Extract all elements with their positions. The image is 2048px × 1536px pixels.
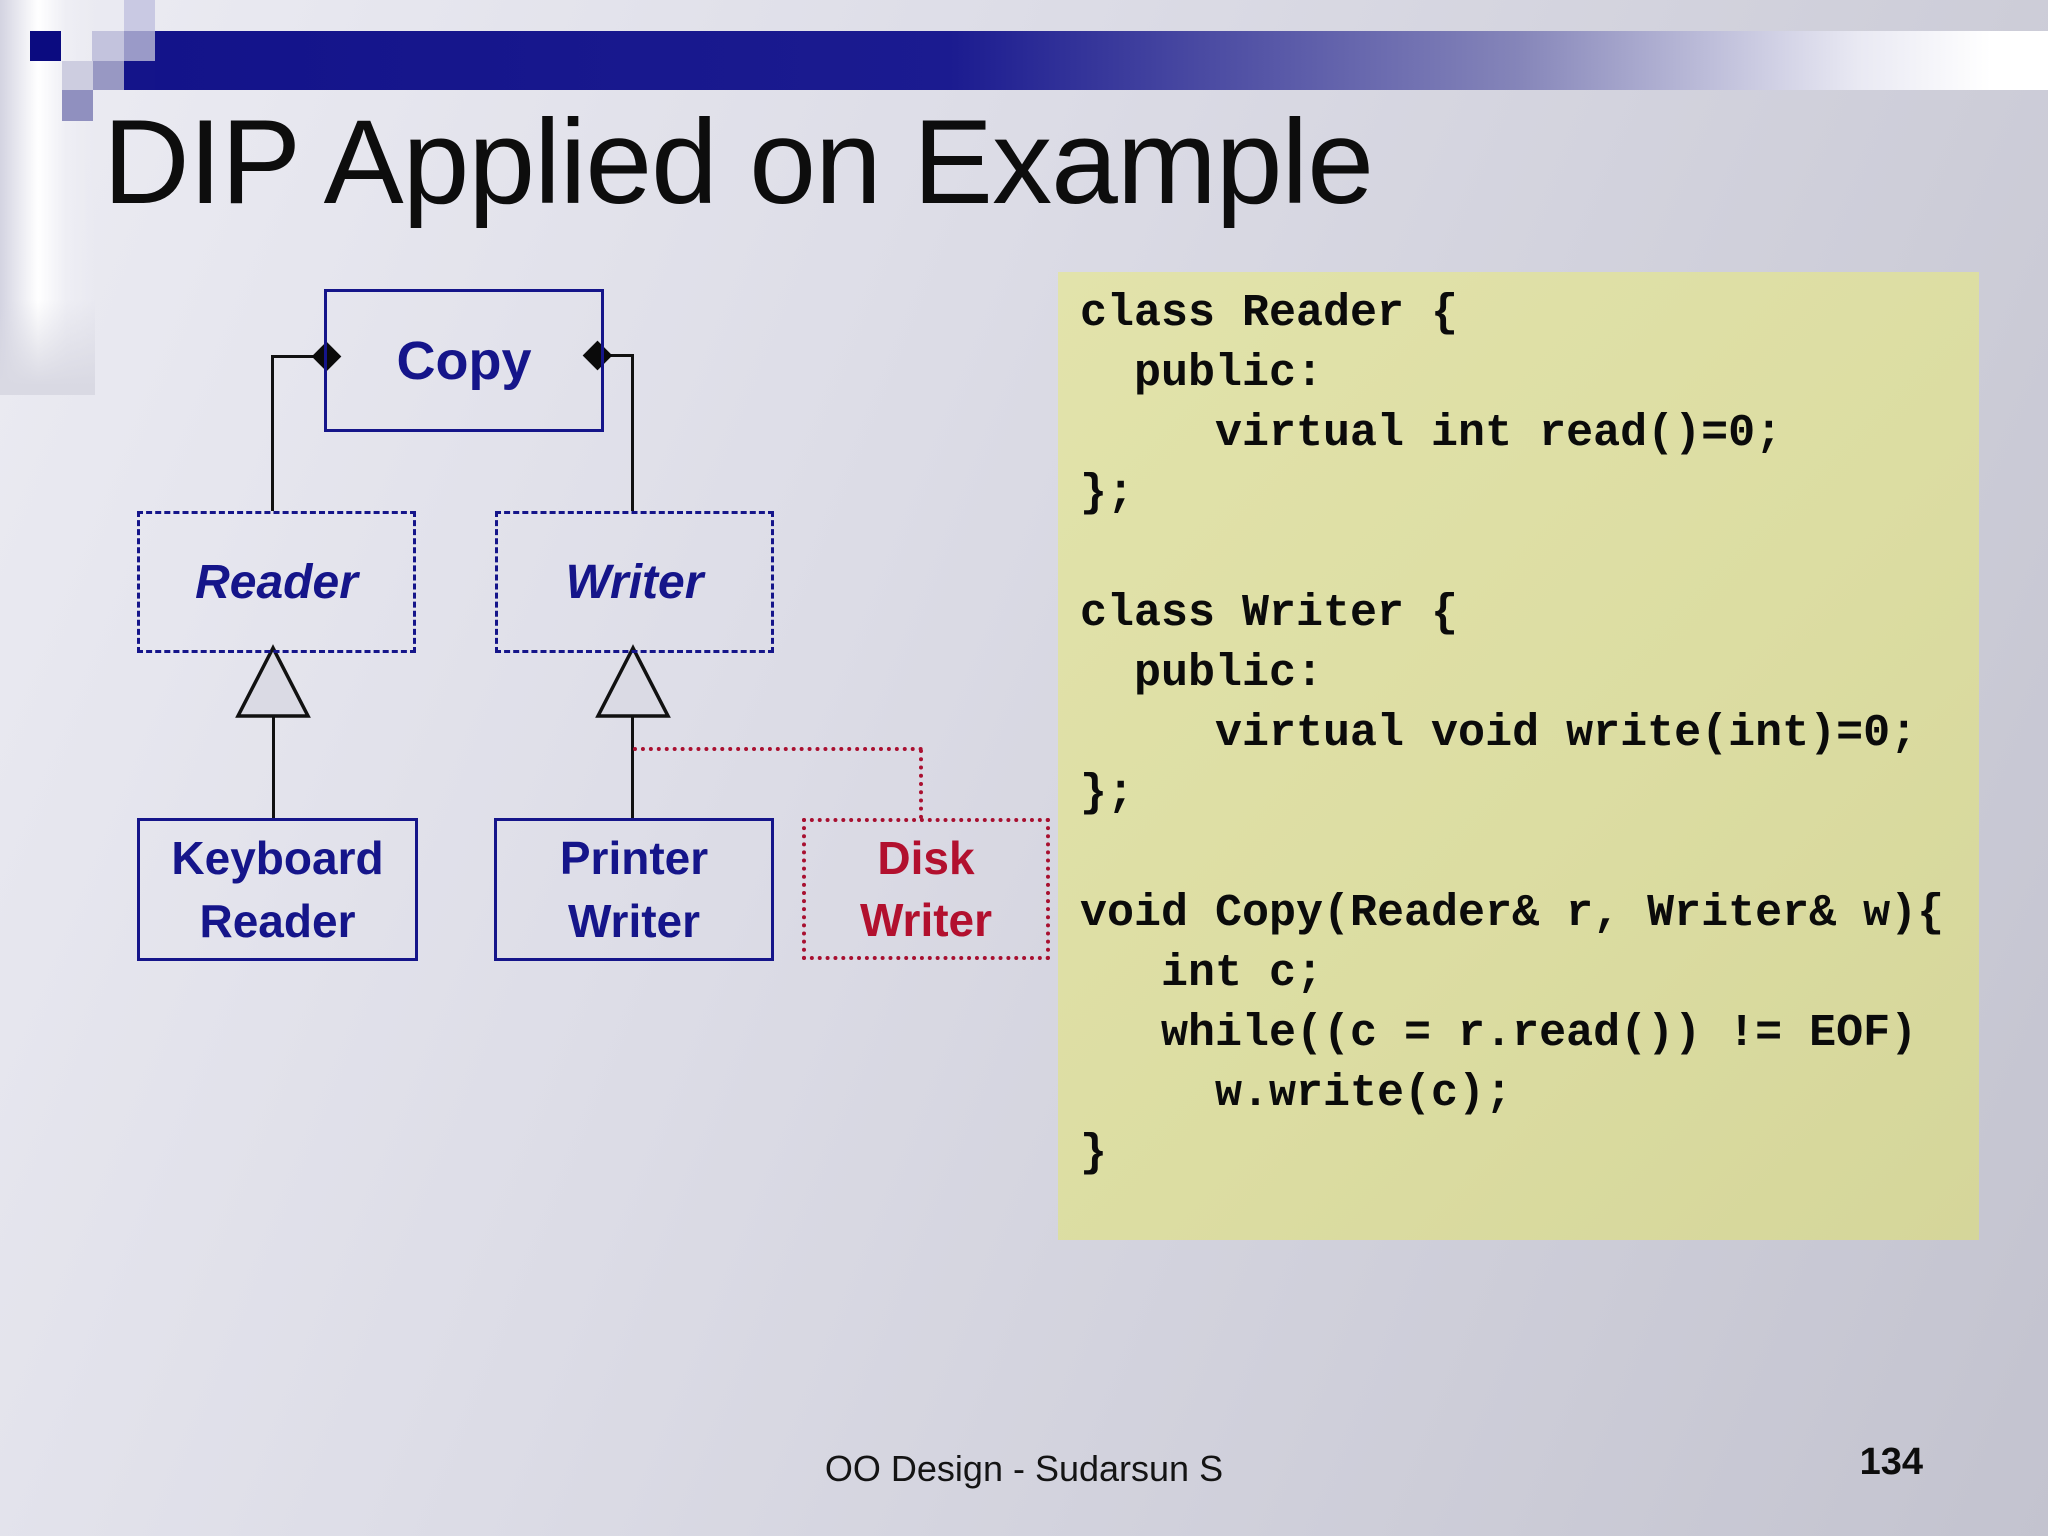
keyboard-reader-class-box: Keyboard Reader [137, 818, 418, 961]
disk-writer-class-label: Disk Writer [859, 831, 993, 946]
connector-line [631, 354, 634, 511]
decoration-square [30, 31, 61, 61]
disk-writer-dotted-connector [633, 747, 923, 751]
decoration-square [62, 61, 93, 90]
reader-class-box: Reader [137, 511, 416, 653]
printer-writer-class-box: Printer Writer [494, 818, 774, 961]
decoration-square [62, 90, 93, 121]
decoration-square [92, 31, 124, 61]
inheritance-triangle-icon [235, 644, 311, 718]
code-text: class Reader { public: virtual int read(… [1080, 288, 1945, 1179]
printer-writer-class-label: Printer Writer [559, 832, 709, 947]
inheritance-triangle-icon [595, 644, 671, 718]
connector-line [272, 355, 326, 358]
decoration-square [93, 61, 124, 90]
connector-line [272, 714, 275, 818]
connector-line [598, 354, 634, 357]
copy-class-box: Copy [324, 289, 604, 432]
top-gradient-bar [155, 31, 2048, 90]
connector-line [631, 714, 634, 818]
page-number: 134 [1859, 1441, 1923, 1483]
writer-class-label: Writer [565, 555, 704, 609]
keyboard-reader-class-label: Keyboard Reader [171, 832, 384, 947]
reader-class-label: Reader [195, 555, 358, 609]
decoration-square [124, 61, 155, 90]
writer-class-box: Writer [495, 511, 774, 653]
disk-writer-class-box: Disk Writer [802, 818, 1050, 960]
decoration-square [124, 0, 155, 31]
connector-line [271, 355, 274, 511]
copy-class-label: Copy [396, 330, 532, 391]
top-left-glow-fade [0, 300, 95, 395]
decoration-square [124, 31, 155, 61]
page-title: DIP Applied on Example [103, 95, 1374, 229]
disk-writer-dotted-connector [919, 749, 923, 819]
footer-text: OO Design - Sudarsun S [824, 1448, 1224, 1489]
code-panel: class Reader { public: virtual int read(… [1058, 272, 1979, 1240]
